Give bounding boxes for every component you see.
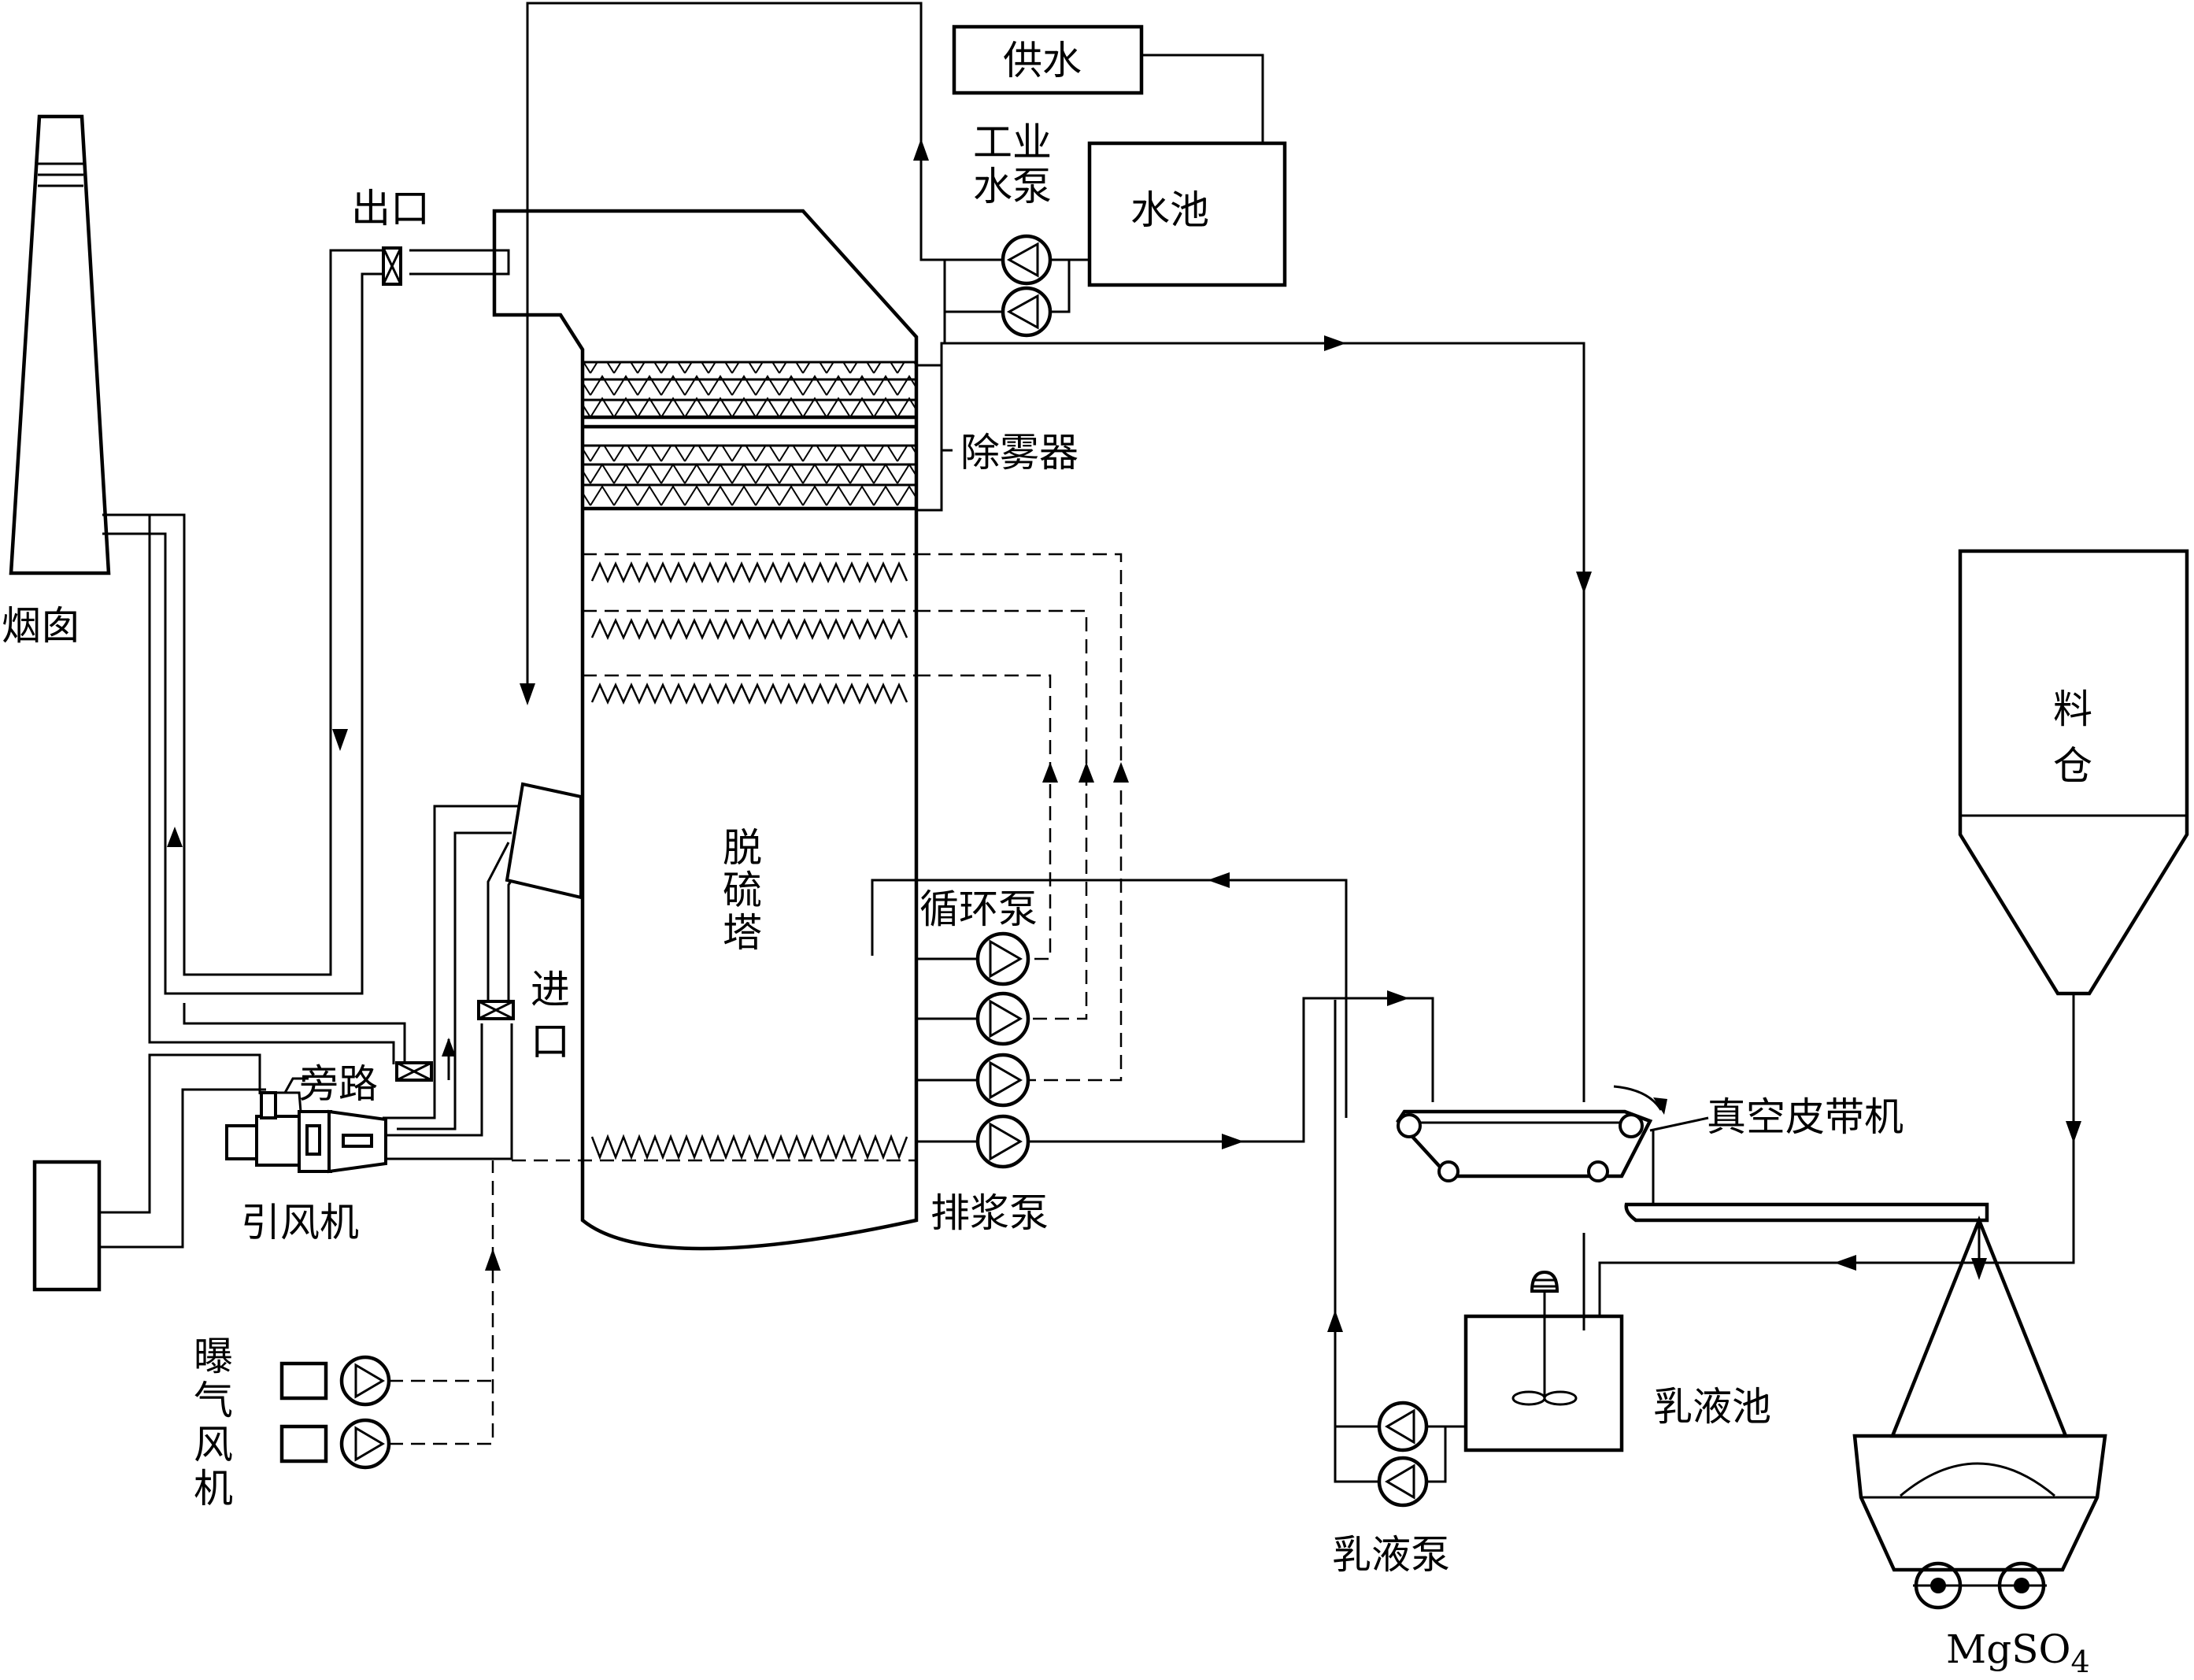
aeration-distributor bbox=[512, 1134, 916, 1162]
inlet-label-1: 进 bbox=[531, 967, 570, 1012]
slurry-discharge-pump-label: 排浆泵 bbox=[931, 1190, 1049, 1236]
circulation-pump-label: 循环泵 bbox=[919, 886, 1038, 932]
tower-inlet-nozzle bbox=[505, 782, 583, 900]
vacuum-belt-filter bbox=[1396, 1109, 1653, 1182]
product-label-main: MgSO bbox=[1946, 1626, 2070, 1672]
water-supply-label: 供水 bbox=[1003, 38, 1082, 83]
circulation-line-1 bbox=[916, 553, 1123, 1082]
flue-duct-bypass bbox=[148, 515, 406, 1064]
product-cart bbox=[1852, 1215, 2107, 1610]
induced-draft-fan bbox=[225, 1077, 387, 1174]
agitator bbox=[1511, 1270, 1578, 1406]
vacuum-belt-filter-label: 真空皮带机 bbox=[1707, 1094, 1904, 1140]
circulation-pump-2 bbox=[916, 991, 1030, 1046]
water-pump-label-2: 水泵 bbox=[973, 164, 1052, 209]
aeration-blower-1 bbox=[279, 1355, 391, 1407]
industrial-water-pump-1 bbox=[1001, 234, 1053, 286]
water-pump-label-1: 工业 bbox=[973, 120, 1052, 165]
flue-duct-inlet bbox=[383, 782, 583, 1160]
aeration-blower-label-4: 机 bbox=[194, 1466, 233, 1512]
flow-arrow-up-left bbox=[167, 827, 183, 847]
inlet-label-2: 口 bbox=[531, 1019, 570, 1064]
tower-label-2: 硫 bbox=[723, 868, 762, 913]
flue-duct-outlet bbox=[102, 246, 510, 995]
emulsion-pump-label: 乳液泵 bbox=[1332, 1532, 1450, 1578]
slurry-discharge-pump bbox=[916, 1114, 1030, 1169]
silo bbox=[1958, 549, 2189, 996]
demister-label: 除雾器 bbox=[960, 430, 1079, 476]
flow-arrow-down-outlet bbox=[332, 729, 348, 751]
induced-draft-fan-label: 引风机 bbox=[241, 1200, 359, 1245]
filtrate-return-line bbox=[871, 879, 1348, 1118]
water-supply-box bbox=[952, 24, 1144, 95]
silo-label-2: 仓 bbox=[2053, 743, 2092, 789]
water-to-belt-line bbox=[942, 342, 1585, 1102]
tower-label-1: 脱 bbox=[723, 825, 762, 871]
water-tank-label: 水池 bbox=[1130, 187, 1209, 233]
circulation-line-2 bbox=[916, 609, 1088, 1020]
circulation-pump-3 bbox=[916, 1053, 1030, 1108]
tower-label-3: 塔 bbox=[723, 910, 762, 956]
chimney bbox=[9, 114, 111, 575]
bypass-label: 旁路 bbox=[299, 1061, 378, 1107]
aeration-air-line bbox=[389, 1160, 494, 1445]
spray-level-1 bbox=[583, 553, 916, 584]
product-label-sub: 4 bbox=[2070, 1645, 2089, 1679]
demister-wash-line bbox=[916, 364, 943, 512]
emulsion-tank-label: 乳液池 bbox=[1653, 1384, 1771, 1430]
spray-level-2 bbox=[583, 609, 916, 641]
chimney-label: 烟囱 bbox=[2, 603, 80, 649]
aeration-blower-label-1: 曝 bbox=[194, 1334, 233, 1379]
outlet-label: 出口 bbox=[351, 186, 430, 231]
silo-feed-line bbox=[1598, 994, 2075, 1316]
emulsion-pump-2 bbox=[1377, 1456, 1429, 1508]
water-tank bbox=[1087, 141, 1287, 287]
aeration-blower-2 bbox=[279, 1418, 391, 1470]
left-equipment-box bbox=[32, 1160, 102, 1292]
spray-level-3 bbox=[583, 674, 916, 705]
industrial-water-pump-2 bbox=[1001, 286, 1053, 338]
desulfurization-tower bbox=[492, 209, 919, 1251]
slurry-to-belt-line bbox=[1028, 997, 1434, 1143]
circulation-line-3 bbox=[916, 674, 1052, 960]
product-label: MgSO4 bbox=[1946, 1626, 2090, 1679]
aeration-blower-label-3: 风 bbox=[194, 1422, 233, 1467]
emulsion-pump-1 bbox=[1377, 1401, 1429, 1452]
aeration-blower-label-2: 气 bbox=[194, 1378, 233, 1423]
discharge-chute bbox=[1624, 1202, 1989, 1223]
belt-direction-arrow bbox=[1613, 1085, 1663, 1111]
circulation-pump-1 bbox=[916, 931, 1030, 986]
demister bbox=[581, 361, 918, 511]
silo-label-1: 料 bbox=[2053, 686, 2092, 732]
